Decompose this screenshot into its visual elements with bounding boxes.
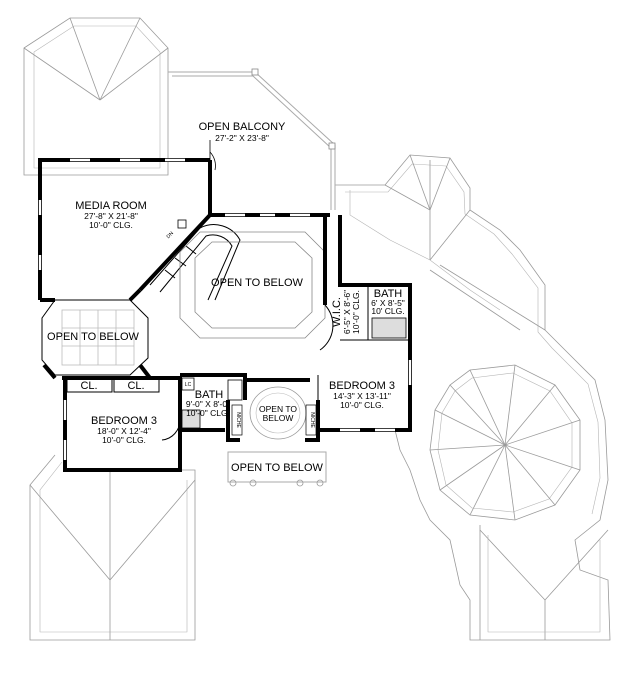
wic-size: 6'-5" X 8'-6" [342,290,352,334]
open-to-below-bottom-area [227,451,327,487]
bedroom-right-walls [317,215,412,440]
bedroom-right-size: 14'-3" X 13'-11" [333,391,391,401]
open-balcony-size: 27'-2" X 23'-8" [215,133,269,143]
lc-label: LC [185,382,192,388]
open-balcony-label: OPEN BALCONY [199,121,286,133]
roof-bottom-left [29,454,196,641]
bath-center-ceiling: 10'-0" CLG. [186,408,230,418]
open-to-below-center-area [179,215,334,351]
bath-center-label: BATH [195,389,224,401]
bath-right-ceiling: 10' CLG. [371,306,404,316]
bedroom-right-label: BEDROOM 3 [329,380,395,392]
roof-top-left [23,17,169,176]
open-to-below-small-line2: BELOW [263,413,294,423]
open-to-below-left-label: OPEN TO BELOW [47,331,140,343]
bath-center-walls [180,373,247,432]
media-room-size: 27'-8" X 21'-8" [84,211,138,221]
open-to-below-left-area [40,288,152,380]
open-to-below-small-line1: OPEN TO [259,404,297,414]
closet-1-label: CL. [80,380,97,392]
media-room-label: MEDIA ROOM [75,200,147,212]
niche-1-label: NICHE [235,412,241,428]
bath-right-label: BATH [374,288,403,300]
open-to-below-bottom-label: OPEN TO BELOW [231,462,324,474]
bath-right-size: 6' X 8'-5" [371,298,405,308]
stair-dn-label: DN [166,230,176,240]
media-room-ceiling: 10'-0" CLG. [89,220,133,230]
bedroom-left-size: 18'-0" X 12'-4" [97,426,151,436]
bedroom-left-ceiling: 10'-0" CLG. [102,435,146,445]
closet-2-label: CL. [127,380,144,392]
bedroom-left-walls [62,376,182,472]
bedroom-left-label: BEDROOM 3 [91,415,157,427]
media-room-walls [38,140,330,300]
bedroom-right-ceiling: 10'-0" CLG. [340,400,384,410]
roof-right [335,154,611,641]
balcony-railing [168,68,336,210]
open-to-below-center-label: OPEN TO BELOW [211,277,304,289]
wic-label: W.I.C. [331,297,343,327]
wic-ceiling: 10'-0" CLG. [351,290,361,334]
bath-center-size: 9'-0" X 8'-0" [186,399,230,409]
niche-2-label: NICHE [309,412,315,428]
staircase [149,219,241,301]
